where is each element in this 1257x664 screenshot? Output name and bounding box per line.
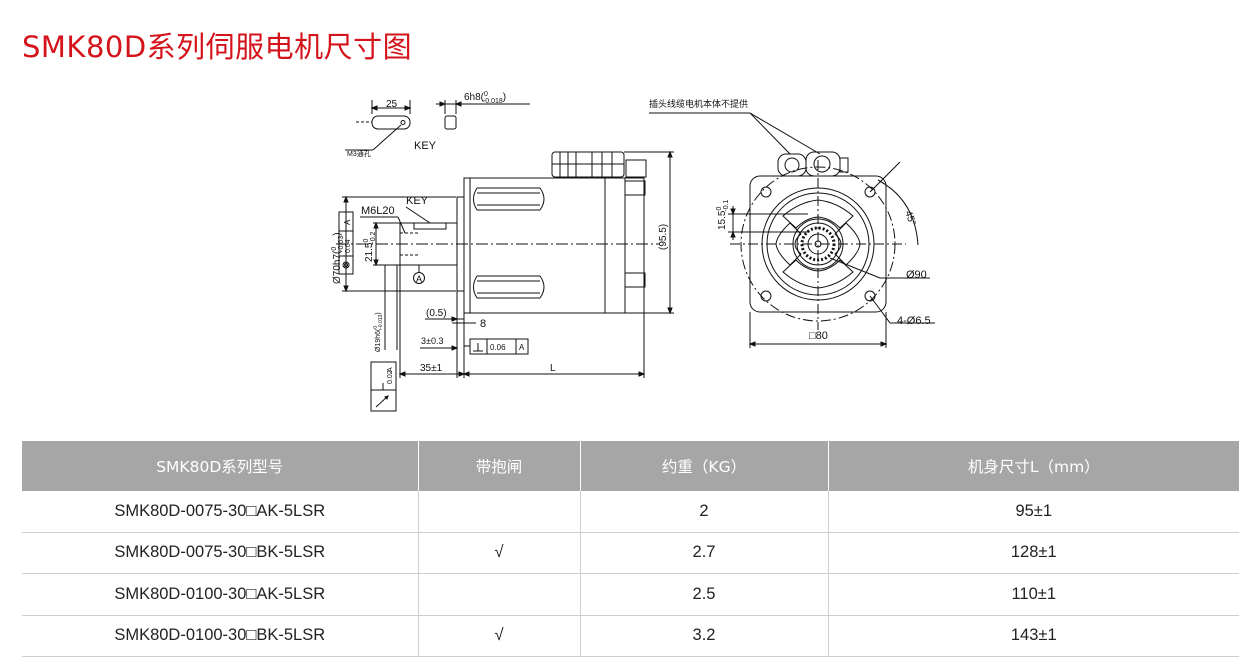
cell-length: 143±1 (828, 615, 1239, 657)
body-len-label: L (550, 363, 556, 374)
svg-text:A: A (343, 219, 352, 225)
cell-model: SMK80D-0075-30□BK-5LSR (22, 532, 419, 574)
hole-note: M3通孔 (347, 149, 371, 158)
cell-weight: 2 (580, 491, 829, 533)
svg-text:0.04: 0.04 (345, 239, 352, 253)
cell-length: 110±1 (828, 573, 1239, 616)
cell-brake: √ (418, 615, 581, 657)
table-row: SMK80D-0100-30□BK-5LSR √ 3.2 143±1 (22, 615, 1239, 657)
cell-brake: √ (418, 532, 581, 574)
offset-label: 15.50-0.1 (716, 199, 730, 230)
gap-label: (0.5) (426, 308, 447, 319)
flange-thk-label: 8 (480, 318, 486, 330)
dimension-drawing: 25 M3通孔 KEY 6h8(0-0.018) (331, 91, 935, 412)
table-row: SMK80D-0075-30□AK-5LSR 2 95±1 (22, 491, 1239, 533)
key-shape (371, 115, 411, 130)
key-width-label: 6h8(0-0.018) (464, 91, 506, 105)
cell-length: 95±1 (828, 491, 1239, 533)
thread-label: M6L20 (361, 205, 395, 217)
cell-model: SMK80D-0100-30□BK-5LSR (22, 615, 419, 657)
key-label: KEY (414, 140, 437, 152)
cell-length: 128±1 (828, 532, 1239, 574)
svg-text:A: A (387, 367, 394, 372)
header-model: SMK80D系列型号 (22, 441, 419, 491)
flange-dia-label: Ø70h7(0-0.03) (331, 232, 345, 284)
table-row: SMK80D-0075-30□BK-5LSR √ 2.7 128±1 (22, 532, 1239, 574)
cell-weight: 2.5 (580, 573, 829, 616)
spec-table: SMK80D系列型号 带抱闸 约重（KG） 机身尺寸L（mm） SMK80D-0… (22, 441, 1239, 657)
angle-label: 45° (902, 209, 918, 227)
side-view: M6L20 KEY A Ø70h7(0-0.03) 0.04 A 21.50-0… (331, 150, 674, 412)
header-brake: 带抱闸 (418, 441, 581, 491)
cell-weight: 2.7 (580, 532, 829, 574)
square-label: □80 (809, 330, 828, 342)
table-header-row: SMK80D系列型号 带抱闸 约重（KG） 机身尺寸L（mm） (22, 441, 1239, 491)
svg-text:A: A (416, 274, 422, 284)
header-weight: 约重（KG） (580, 441, 829, 491)
pcd-label: Ø90 (906, 269, 927, 281)
key-detail: 25 M3通孔 KEY 6h8(0-0.018) (345, 91, 530, 158)
table-row: SMK80D-0100-30□AK-5LSR 2.5 110±1 (22, 573, 1239, 616)
cell-model: SMK80D-0100-30□AK-5LSR (22, 573, 419, 616)
body-height-label: (95.5) (658, 224, 669, 250)
side-key-label: KEY (406, 195, 429, 207)
cell-brake (418, 491, 581, 533)
key-side-shape (444, 115, 457, 130)
key-length-label: 25 (386, 99, 398, 110)
connector-note: 插头线缆电机本体不提供 (649, 98, 748, 109)
cell-model: SMK80D-0075-30□AK-5LSR (22, 491, 419, 533)
key-hole (400, 120, 406, 125)
concentric-frame (338, 211, 354, 275)
spigot-len-label: 3±0.3 (421, 336, 443, 346)
page-title: SMK80D系列伺服电机尺寸图 (22, 30, 413, 64)
svg-text:0.02: 0.02 (387, 370, 394, 384)
connector-side (551, 151, 647, 178)
front-view: 插头线缆电机本体不提供 15.50-0.1 (649, 98, 935, 348)
header-length: 机身尺寸L（mm） (828, 441, 1239, 491)
height-label: 21.50-0.2 (363, 231, 377, 262)
shaft-dia-label: Ø19h6(0-0.013) (373, 312, 384, 352)
cell-brake (418, 573, 581, 616)
datum-a-marker (413, 272, 425, 284)
holes-label: 4-Ø6.5 (897, 315, 931, 327)
cell-weight: 3.2 (580, 615, 829, 657)
shaft-len-label: 35±1 (420, 363, 443, 374)
shaft-key (413, 222, 447, 230)
svg-text:0.06: 0.06 (490, 343, 506, 352)
runout-frame (370, 361, 397, 412)
svg-text:A: A (519, 343, 525, 352)
